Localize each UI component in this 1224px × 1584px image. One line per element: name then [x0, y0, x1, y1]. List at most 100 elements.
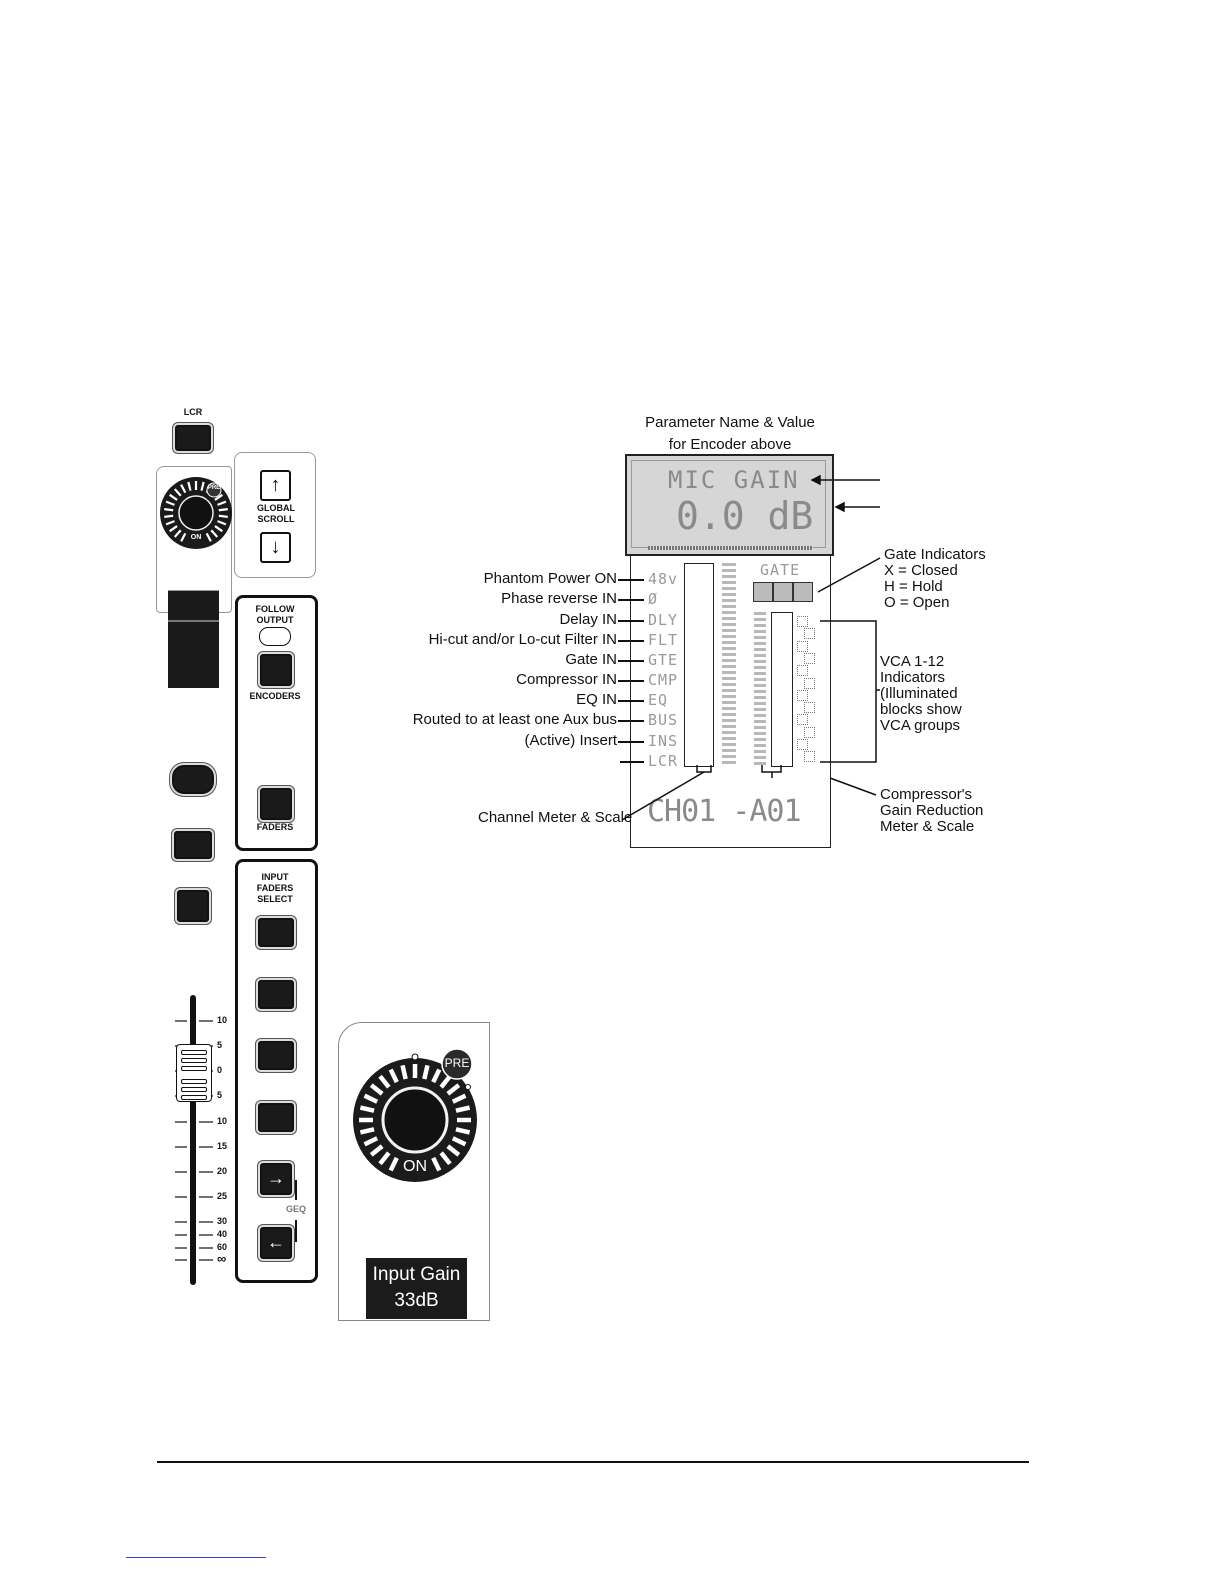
gr-meter	[771, 612, 793, 767]
lcd-indicator-3: FLT	[648, 631, 679, 649]
indicator-callout-6: EQ IN	[576, 691, 617, 708]
indicator-leader	[618, 640, 644, 642]
lcd-gate-box-o	[793, 582, 813, 602]
indicator-leader	[618, 741, 644, 743]
lcd-indicator-1: Ø	[648, 590, 659, 608]
vca-indicator-block	[797, 714, 808, 726]
vca-indicator-block	[804, 726, 815, 738]
input-gain-label: Input Gain	[372, 1264, 461, 1285]
fader-scale-label: 20	[217, 1166, 228, 1176]
gr-meter-scale	[754, 612, 766, 765]
input-faders-select-button-3[interactable]	[258, 1041, 294, 1070]
indicator-callout-3: Hi-cut and/or Lo-cut Filter IN	[428, 631, 617, 648]
geq-label: GEQ	[285, 1204, 306, 1214]
vca-indicator-block	[804, 751, 815, 763]
vca-callout-line-3: blocks show	[880, 701, 962, 718]
fader-scale-label: 15	[217, 1141, 228, 1151]
lcd-indicator-0: 48v	[648, 570, 679, 588]
vca-callout-line-1: Indicators	[880, 669, 946, 686]
strip-encoder-on-label: ON	[190, 534, 202, 541]
lcd-channel-name: CH01 -A01	[647, 794, 802, 829]
indicator-callout-1: Phase reverse IN	[501, 590, 617, 607]
gate-callout-line-2: H = Hold	[884, 578, 943, 595]
input-gain-value: 33dB	[394, 1290, 439, 1311]
indicator-leader	[618, 720, 644, 722]
lcd-top-window	[625, 454, 834, 556]
vca-callout-line-0: VCA 1-12	[880, 653, 945, 670]
indicator-leader	[618, 599, 644, 601]
faders-button[interactable]	[260, 788, 292, 820]
faders-label: FADERS	[256, 822, 294, 832]
fader-scale-label: ∞	[217, 1251, 227, 1266]
gate-callout-line-0: Gate Indicators	[884, 546, 986, 563]
fader-scale-label: 10	[217, 1015, 228, 1025]
strip-display-divider	[168, 620, 219, 622]
input-faders-select-button-1[interactable]	[258, 918, 294, 947]
fader-cap[interactable]	[176, 1044, 212, 1102]
lcd-gate-box-h	[773, 582, 793, 602]
follow-output-led[interactable]	[259, 627, 291, 646]
lcr-button[interactable]	[175, 425, 211, 451]
lcd-param-name: MIC GAIN	[668, 466, 800, 494]
vca-indicator-block	[797, 739, 808, 750]
indicator-callout-4: Gate IN	[565, 651, 617, 668]
comp-callout-line-0: Compressor's	[880, 786, 973, 803]
input-faders-select-panel	[235, 859, 318, 1283]
lcd-indicator-4: GTE	[648, 651, 679, 669]
strip-select-button[interactable]	[172, 765, 214, 794]
geq-right-button[interactable]: →	[260, 1163, 292, 1195]
encoders-faders-panel	[235, 595, 318, 851]
fader-scale-label: 10	[217, 1116, 228, 1126]
vca-indicator-block	[797, 616, 808, 627]
indicator-leader	[618, 660, 644, 662]
geq-left-button[interactable]: ←	[260, 1227, 292, 1259]
lcd-gate-box-x	[753, 582, 773, 602]
encoder-detail-panel	[338, 1022, 490, 1321]
strip-mute-button[interactable]	[174, 831, 212, 859]
vca-indicator-block	[797, 665, 808, 677]
display-caption-line2: for Encoder above	[668, 436, 792, 453]
meter-callout: Channel Meter & Scale	[478, 809, 633, 826]
lcd-gate-title: GATE	[760, 561, 801, 579]
vca-indicator-block	[797, 689, 808, 701]
vca-indicator-block	[804, 702, 815, 714]
channel-meter	[684, 563, 714, 767]
global-scroll-label: GLOBAL SCROLL	[257, 503, 295, 524]
lcd-indicator-5: CMP	[648, 671, 679, 689]
fader-scale-label: 40	[217, 1229, 228, 1239]
indicator-callout-2: Delay IN	[559, 611, 617, 628]
indicator-leader	[618, 620, 644, 622]
fader-scale-label: 60	[217, 1242, 228, 1252]
global-scroll-up-button[interactable]: ↑	[260, 470, 291, 501]
indicator-leader	[618, 680, 644, 682]
geq-bracket-bottom	[295, 1220, 297, 1242]
lcd-param-value: 0.0 dB	[676, 494, 814, 538]
vca-callout-line-4: VCA groups	[880, 717, 961, 734]
lcr-label: LCR	[183, 407, 203, 417]
gate-callout-line-1: X = Closed	[884, 562, 958, 579]
input-faders-select-button-2[interactable]	[258, 980, 294, 1009]
indicator-callout-7: Routed to at least one Aux bus	[412, 711, 617, 728]
indicator-leader	[618, 579, 644, 581]
lcd-indicator-8: INS	[648, 732, 679, 750]
fader-scale-label: 0	[217, 1065, 223, 1075]
strip-encoder-pre-label: PRE	[207, 485, 221, 491]
follow-output-label: FOLLOW OUTPUT	[255, 604, 295, 625]
footer-link-underline[interactable]	[126, 1557, 266, 1558]
encoders-button[interactable]	[260, 654, 292, 686]
display-caption-line1: Parameter Name & Value	[645, 414, 815, 431]
encoder-detail-pre-label: PRE	[444, 1056, 470, 1070]
global-scroll-panel	[234, 452, 316, 578]
vca-indicator-block	[797, 640, 808, 652]
indicator-callout-5: Compressor IN	[516, 671, 617, 688]
channel-meter-scale	[722, 563, 736, 765]
input-gain-box	[366, 1258, 467, 1319]
global-scroll-down-button[interactable]: ↓	[260, 532, 291, 563]
input-faders-select-button-4[interactable]	[258, 1103, 294, 1132]
lcd-indicator-2: DLY	[648, 611, 679, 629]
geq-bracket-top	[295, 1180, 297, 1200]
strip-solo-button[interactable]	[177, 890, 209, 922]
